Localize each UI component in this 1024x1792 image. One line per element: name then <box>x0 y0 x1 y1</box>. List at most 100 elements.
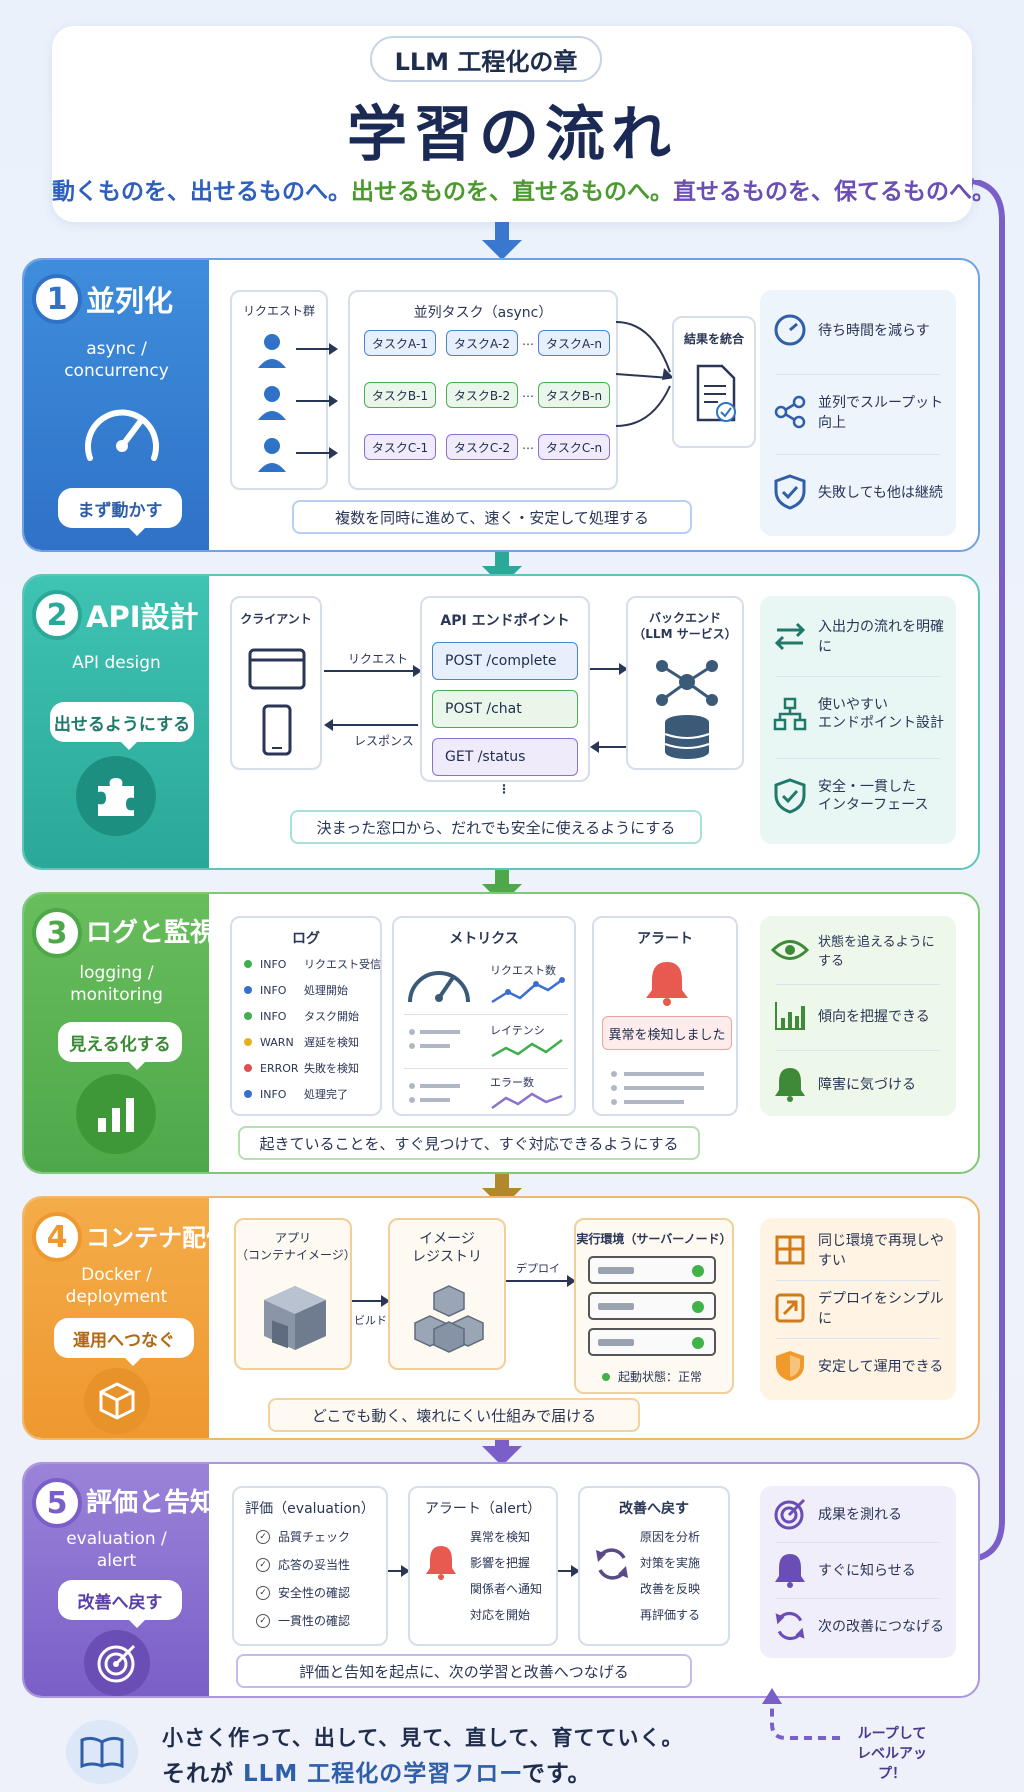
section-motto: 改善へ戻す <box>58 1580 182 1628</box>
alert-item: 対応を開始 <box>470 1608 531 1622</box>
task-chip: タスクA-1 <box>364 330 436 356</box>
benefit-item: 次の改善につなげる <box>770 1598 946 1654</box>
metric-label: レイテンシ <box>490 1024 545 1037</box>
shield-check-icon <box>774 778 806 814</box>
user-icon <box>258 334 286 472</box>
gauge-icon <box>408 971 470 1003</box>
ellipsis: … <box>522 438 534 452</box>
alert-panel: アラート（alert） 異常を検知影響を把握関係者へ通知対応を開始 <box>408 1486 558 1646</box>
more-indicator: ⋮ <box>498 782 510 796</box>
panel-title: アラート <box>637 931 693 947</box>
task-chip: タスクB-n <box>538 382 610 408</box>
tagline: 動くものを、出せるものへ。出せるものを、直せるものへ。直せるものを、保てるものへ… <box>52 172 995 208</box>
deploy-label: デプロイ <box>516 1262 560 1275</box>
request-group-panel: リクエスト群 <box>230 290 338 490</box>
runtime-panel: 実行環境（サーバーノード） 起動状態：正常 <box>574 1218 734 1394</box>
section-motto: 運用へつなぐ <box>54 1318 194 1366</box>
status-indicator: 起動状態：正常 <box>602 1368 702 1385</box>
section-motto: 出せるようにする <box>50 702 194 750</box>
footer-line-2: それが LLM 工程化の学習フローです。 <box>162 1761 592 1787</box>
external-arrow-icon <box>775 1293 805 1323</box>
panel-title: バックエンド（LLM サービス） <box>633 611 737 641</box>
registry-panel: イメージレジストリ <box>388 1218 506 1370</box>
section-title: 並列化 <box>86 284 174 318</box>
improve-item: 再評価する <box>640 1608 701 1622</box>
section-api-design: 2 API設計 API design 出せるようにする クライアント リクエスト… <box>22 574 980 870</box>
metric-label: リクエスト数 <box>490 964 556 977</box>
bell-icon <box>775 1554 805 1588</box>
panel-title: API エンドポイント <box>440 613 570 629</box>
panel-title: 結果を統合 <box>683 332 744 346</box>
eye-icon <box>771 940 809 960</box>
bar-chart-icon <box>76 1074 156 1154</box>
benefit-item: デプロイをシンプルに <box>770 1280 946 1336</box>
section-sidebar: 2 API設計 API design 出せるようにする <box>24 576 209 868</box>
list-lines-icon <box>409 1083 460 1103</box>
section-motto: まず動かす <box>58 488 182 536</box>
benefits-panel: 入出力の流れを明確に 使いやすいエンドポイント設計 安全・一貫したインターフェー… <box>760 596 956 844</box>
benefit-item: 待ち時間を減らす <box>770 302 946 358</box>
book-icon <box>66 1720 138 1784</box>
metric-label: エラー数 <box>490 1076 534 1089</box>
layout-icon <box>775 1235 805 1265</box>
benefit-item: 使いやすいエンドポイント設計 <box>770 686 946 742</box>
request-label: リクエスト <box>348 652 409 666</box>
benefit-item: 傾向を把握できる <box>770 988 946 1044</box>
container-box-icon <box>264 1286 326 1350</box>
section-note: どこでも動く、壊れにくい仕組みで届ける <box>268 1398 640 1432</box>
response-label: レスポンス <box>354 734 414 748</box>
benefit-item: 状態を追えるようにする <box>770 922 946 978</box>
improve-item: 原因を分析 <box>640 1530 701 1544</box>
eval-item: ✓一貫性の確認 <box>256 1612 350 1629</box>
alert-message: 異常を検知しました <box>602 1016 732 1050</box>
section-sidebar: 5 評価と告知 evaluation /alert 改善へ戻す <box>24 1464 217 1696</box>
alert-item: 異常を検知 <box>470 1530 531 1544</box>
task-chip: タスクB-2 <box>446 382 518 408</box>
section-evaluation: 5 評価と告知 evaluation /alert 改善へ戻す 評価（evalu… <box>22 1462 980 1698</box>
panel-title: 実行環境（サーバーノード） <box>576 1232 732 1246</box>
alert-panel: アラート 異常を検知しました <box>592 916 738 1116</box>
bell-icon <box>426 1546 456 1580</box>
step-number: 5 <box>32 1478 82 1528</box>
step-number: 4 <box>32 1212 82 1262</box>
bell-icon <box>775 1068 805 1102</box>
panel-title: アプリ（コンテナイメージ） <box>236 1231 356 1262</box>
section-motto: 見える化する <box>58 1022 182 1070</box>
benefit-item: 入出力の流れを明確に <box>770 608 946 664</box>
benefit-item: 並列でスループット向上 <box>770 384 946 440</box>
benefit-item: 安全・一貫したインターフェース <box>770 768 946 824</box>
section-title: 評価と告知 <box>86 1488 217 1518</box>
metrics-panel: メトリクス リクエスト数 レイテンシ エラー数 <box>392 916 576 1116</box>
tagline-1: 動くものを、出せるものへ。 <box>52 179 351 205</box>
benefit-item: 失敗しても他は継続 <box>770 464 946 520</box>
section-sidebar: 1 並列化 async /concurrency まず動かす <box>24 260 209 550</box>
panel-title: 評価（evaluation） <box>245 1501 375 1517</box>
panel-title: 並列タスク（async） <box>413 305 553 321</box>
section-logging: 3 ログと監視 logging /monitoring 見える化する ログ IN… <box>22 892 980 1174</box>
task-chip: タスクA-n <box>538 330 610 356</box>
benefits-panel: 待ち時間を減らす 並列でスループット向上 失敗しても他は継続 <box>760 290 956 536</box>
section-subtitle: API design <box>72 653 161 673</box>
section-note: 起きていることを、すぐ見つけて、すぐ対応できるようにする <box>238 1126 700 1160</box>
line-chart-icon <box>491 1039 563 1058</box>
section-sidebar: 4 コンテナ配備 Docker /deployment 運用へつなぐ <box>24 1198 230 1438</box>
benefits-panel: 状態を追えるようにする 傾向を把握できる 障害に気づける <box>760 916 956 1116</box>
section-sidebar: 3 ログと監視 logging /monitoring 見える化する <box>24 894 216 1172</box>
hierarchy-icon <box>773 697 807 731</box>
panel-title: イメージレジストリ <box>412 1231 482 1265</box>
ellipsis: … <box>522 334 534 348</box>
app-image-panel: アプリ（コンテナイメージ） <box>234 1218 356 1370</box>
benefit-item: 安定して運用できる <box>770 1338 946 1394</box>
eval-item: ✓品質チェック <box>256 1528 350 1545</box>
merge-panel: 結果を統合 <box>672 316 756 448</box>
section-subtitle: logging /monitoring <box>70 963 163 1005</box>
endpoint-complete: POST /complete <box>432 642 578 680</box>
panel-title: ログ <box>292 931 320 947</box>
line-chart-icon <box>491 1092 563 1110</box>
alert-item: 影響を把握 <box>470 1556 531 1570</box>
target-icon <box>84 1630 150 1696</box>
box-icon <box>84 1368 150 1434</box>
